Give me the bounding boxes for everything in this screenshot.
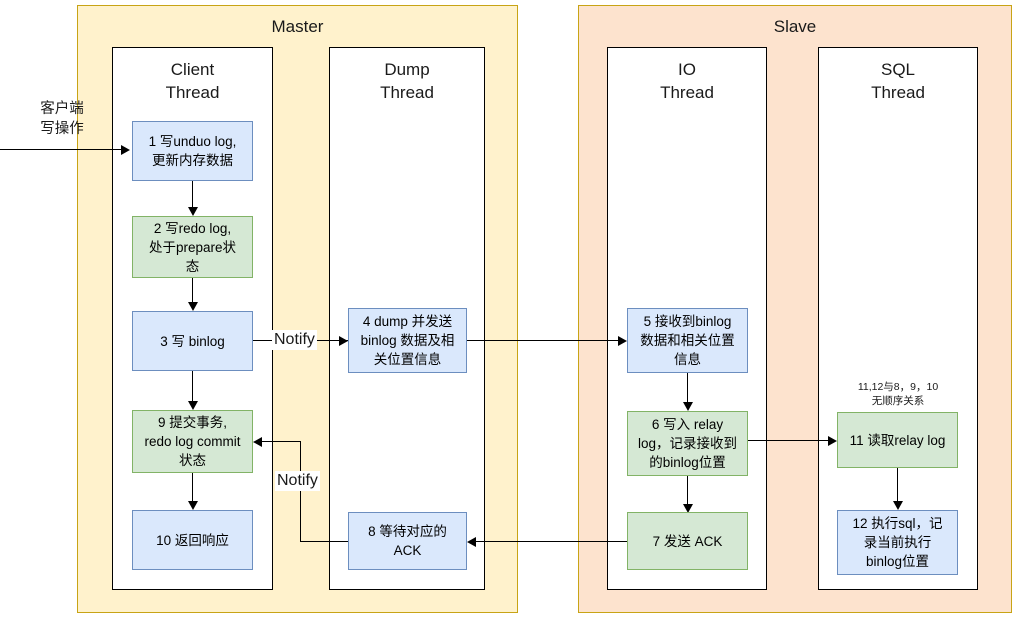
edge-n2-n3 bbox=[192, 278, 194, 307]
edge-n5-n6-arrowhead bbox=[683, 402, 693, 411]
edge-n6-n11 bbox=[748, 440, 835, 442]
edge-n5-n6 bbox=[687, 373, 689, 406]
edge-n11-n12 bbox=[897, 468, 899, 506]
node-4[interactable]: 4 dump 并发送 binlog 数据及相 关位置信息 bbox=[348, 308, 467, 373]
notify-label-bottom: Notify bbox=[275, 471, 320, 491]
edge-n7-n8 bbox=[476, 541, 627, 543]
node-10[interactable]: 10 返回响应 bbox=[132, 510, 253, 570]
edge-n6-n11-arrowhead bbox=[828, 436, 837, 446]
thread-dump-title: Dump Thread bbox=[380, 60, 434, 102]
edge-n8-n9-seg-bottom bbox=[300, 541, 348, 543]
edge-n8-n9-arrowhead bbox=[253, 437, 262, 447]
node-9[interactable]: 9 提交事务, redo log commit 状态 bbox=[132, 410, 253, 473]
edge-n4-n5 bbox=[467, 340, 624, 342]
node-3[interactable]: 3 写 binlog bbox=[132, 311, 253, 371]
node-6[interactable]: 6 写入 relay log，记录接收到 的binlog位置 bbox=[627, 411, 748, 476]
edge-n6-n7 bbox=[687, 476, 689, 509]
edge-n11-n12-arrowhead bbox=[893, 501, 903, 510]
node-2[interactable]: 2 写redo log, 处于prepare状 态 bbox=[132, 216, 253, 278]
edge-n8-n9-seg-top bbox=[262, 441, 301, 443]
edge-n4-n5-arrowhead bbox=[618, 336, 627, 346]
thread-io-title: IO Thread bbox=[660, 60, 714, 102]
notify-label-top: Notify bbox=[272, 330, 317, 350]
edge-n1-n2 bbox=[192, 181, 194, 211]
client-write-label: 客户端 写操作 bbox=[40, 101, 84, 137]
edge-n9-n10 bbox=[192, 473, 194, 506]
thread-sql-title: SQL Thread bbox=[871, 60, 925, 102]
node-8[interactable]: 8 等待对应的 ACK bbox=[348, 512, 467, 570]
node-7[interactable]: 7 发送 ACK bbox=[627, 512, 748, 570]
edge-n3-n9-arrowhead bbox=[188, 401, 198, 410]
node-5[interactable]: 5 接收到binlog 数据和相关位置 信息 bbox=[627, 308, 748, 373]
edge-n6-n7-arrowhead bbox=[683, 504, 693, 513]
edge-n9-n10-arrowhead bbox=[188, 501, 198, 510]
edge-n3-n4-arrowhead bbox=[339, 336, 348, 346]
node-1[interactable]: 1 写unduo log, 更新内存数据 bbox=[132, 121, 253, 181]
edge-n8-n9-seg-vertical bbox=[300, 441, 302, 542]
panel-slave-title: Slave bbox=[773, 17, 817, 36]
node-12[interactable]: 12 执行sql，记 录当前执行 binlog位置 bbox=[837, 510, 958, 575]
thread-client-title: Client Thread bbox=[165, 60, 220, 102]
node-11[interactable]: 11 读取relay log bbox=[837, 412, 958, 468]
edge-client-to-n1 bbox=[0, 149, 122, 151]
edge-n2-n3-arrowhead bbox=[188, 302, 198, 311]
edge-n3-n9 bbox=[192, 371, 194, 404]
sql-order-note: 11,12与8，9，10 无顺序关系 bbox=[857, 381, 939, 407]
edge-n7-n8-arrowhead bbox=[467, 537, 476, 547]
panel-master-title: Master bbox=[271, 17, 324, 36]
edge-client-to-n1-arrowhead bbox=[121, 145, 130, 155]
edge-n1-n2-arrowhead bbox=[188, 207, 198, 216]
